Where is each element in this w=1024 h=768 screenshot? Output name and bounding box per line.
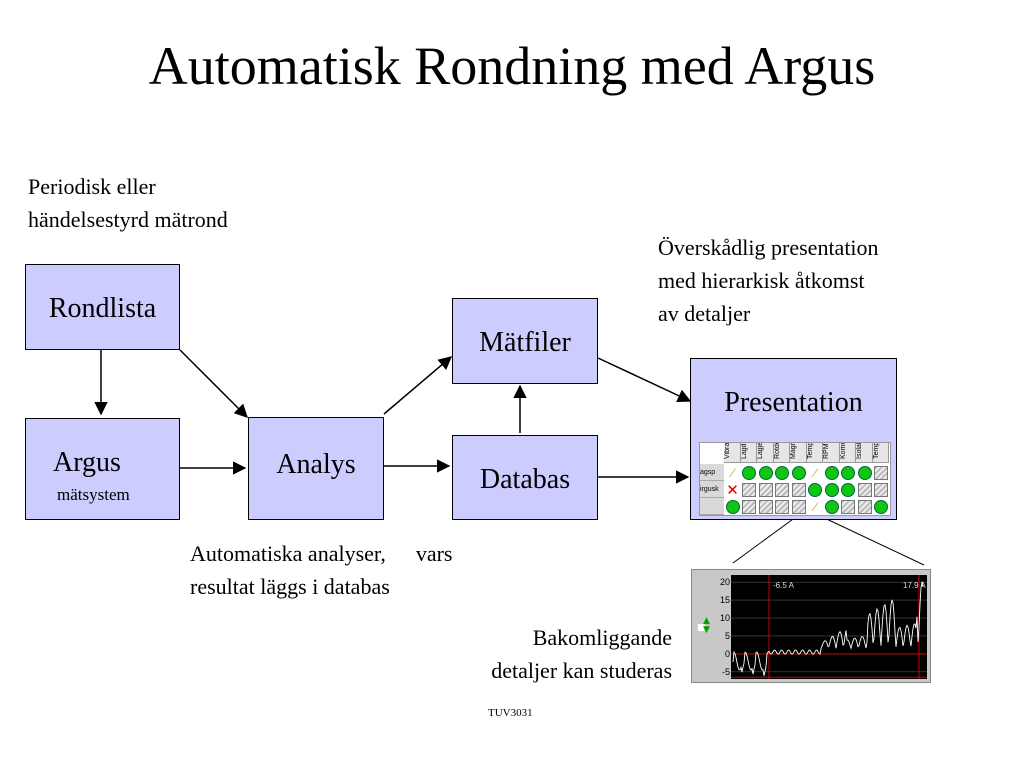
status-warning-icon: ∕ (731, 464, 734, 480)
status-ok-icon (824, 499, 839, 514)
overview-note-line2: med hierarkisk åtkomst (658, 268, 865, 293)
grid-column-header: Isolati (856, 443, 873, 463)
status-ok-icon (874, 499, 888, 514)
status-ok-icon (824, 482, 839, 497)
analys-box: Analys (248, 417, 384, 520)
trend-plot-svg (731, 575, 927, 679)
zoom-line-left (732, 513, 801, 564)
auto-analysis-note-line1a: Automatiska analyser, (190, 541, 386, 566)
auto-analysis-note-line1b: vars (415, 541, 453, 566)
zoom-line-right (815, 513, 925, 566)
auto-analysis-note-line2: resultat läggs i databas (190, 574, 390, 599)
grid-row-label (700, 498, 724, 515)
overview-note-line3: av detaljer (658, 301, 751, 326)
status-ok-icon (841, 465, 855, 480)
status-ok-icon (857, 465, 872, 480)
status-na-icon (775, 482, 789, 497)
argus-label: Argus (53, 447, 121, 478)
status-na-icon (791, 499, 806, 514)
arrow-analys-matfiler (383, 356, 453, 415)
status-ok-icon (775, 465, 789, 480)
details-note: Bakomliggande detaljer kan studeras (438, 621, 672, 687)
cursor-label-right: 17.9 A (903, 581, 926, 590)
status-error-icon: ✕ (726, 480, 739, 499)
argus-box: Argus mätsystem (25, 418, 180, 520)
plot-signal-trace (732, 581, 924, 676)
arrow-matfiler-presentation (597, 357, 692, 402)
grid-column-header: Magn (790, 443, 807, 463)
y-tick-label: 5 (724, 630, 730, 641)
status-warning-icon: ∕ (813, 464, 817, 480)
status-ok-icon (841, 482, 855, 497)
status-ok-icon (808, 482, 822, 497)
auto-analysis-note-line1: Automatiska analyser, vars (190, 537, 453, 570)
grid-column-header: Temp (872, 443, 889, 463)
slide-title: Automatisk Rondning med Argus (148, 36, 876, 96)
status-na-icon (857, 482, 872, 497)
trend-plot-area: -6.5 A 17.9 A (731, 575, 927, 679)
cursor-label-left: -6.5 A (773, 581, 794, 590)
grid-column-header: Vibrat (724, 443, 741, 463)
status-na-icon (742, 499, 756, 514)
periodic-note-line2: händelsestyrd mätrond (28, 207, 228, 232)
grid-column-header: Rotdef (773, 443, 790, 463)
grid-column-header: Lagjel (757, 443, 774, 463)
y-tick-label: 15 (719, 595, 730, 606)
grid-row-label: irgusk (700, 481, 724, 498)
matfiler-label: Mätfiler (479, 327, 571, 358)
matfiler-box: Mätfiler (452, 298, 598, 384)
details-note-line1: Bakomliggande (532, 625, 672, 650)
plot-updown-arrows-icon: ▲▼ (703, 616, 710, 635)
grid-column-header: Lagdef (740, 443, 757, 463)
trend-plot-thumbnail: ■ ▲▼ -6.5 A 17.9 A 20 15 10 5 0 -5 (691, 569, 931, 683)
grid-column-header: Komm (839, 443, 856, 463)
y-tick-label: -5 (721, 666, 730, 677)
status-ok-icon (791, 465, 806, 480)
arrow-rondlista-analys (179, 349, 248, 418)
status-ok-icon (725, 499, 740, 514)
status-ok-icon (824, 465, 839, 480)
status-ok-icon (758, 465, 773, 480)
status-na-icon (758, 482, 773, 497)
periodic-note-line1: Periodisk eller (28, 174, 156, 199)
y-tick-label: 20 (719, 577, 730, 588)
grid-row-label: agsp (700, 464, 724, 481)
status-na-icon (742, 482, 756, 497)
grid-column-header: Temp (806, 443, 823, 463)
rondlista-label: Rondlista (48, 293, 157, 324)
overview-note-line1: Överskådlig presentation (658, 235, 879, 260)
y-tick-label: 10 (719, 613, 730, 624)
details-note-line2: detaljer kan studeras (491, 658, 672, 683)
auto-analysis-note: Automatiska analyser, vars resultat läggs… (190, 537, 453, 603)
status-na-icon (874, 482, 888, 497)
status-na-icon (791, 482, 806, 497)
periodic-note: Periodisk eller händelsestyrd mätrond (28, 170, 228, 236)
y-tick-label: 0 (724, 648, 730, 659)
status-na-icon (857, 499, 872, 514)
status-na-icon (775, 499, 789, 514)
presentation-label: Presentation (724, 387, 863, 418)
status-na-icon (758, 499, 773, 514)
analys-label: Analys (276, 449, 356, 480)
rondlista-box: Rondlista (25, 264, 180, 350)
status-na-icon (841, 499, 855, 514)
status-na-icon (874, 465, 888, 480)
status-ok-icon (742, 465, 756, 480)
argus-sublabel: mätsystem (57, 485, 130, 504)
databas-label: Databas (479, 464, 571, 495)
status-warning-icon: ∕ (813, 498, 817, 514)
slide-footer: TUV3031 (488, 707, 533, 719)
plot-marker-icon: ■ (697, 623, 706, 633)
overview-note: Överskådlig presentation med hierarkisk … (658, 231, 879, 330)
grid-column-header: RPM (823, 443, 840, 463)
databas-box: Databas (452, 435, 598, 520)
